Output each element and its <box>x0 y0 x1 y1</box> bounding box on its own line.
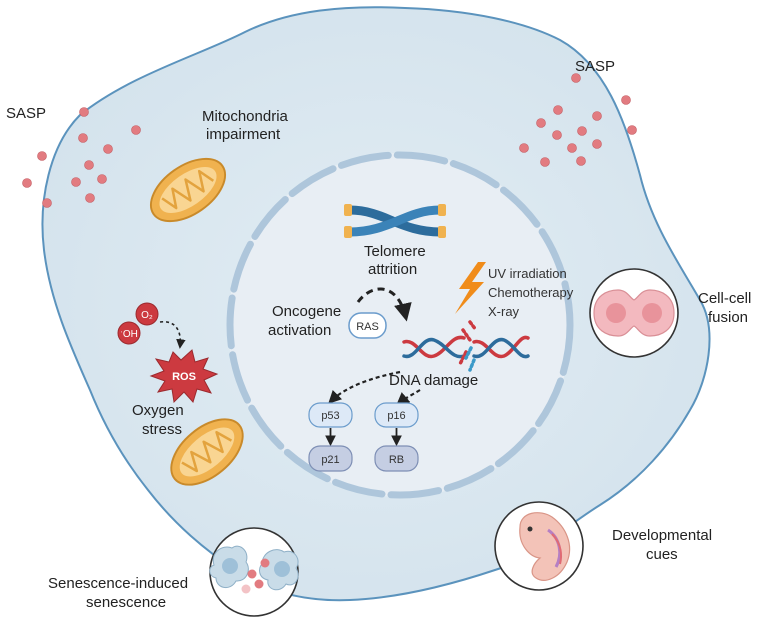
senescence-label-line2: senescence <box>86 594 166 611</box>
p16-label: p16 <box>387 410 405 422</box>
fusion-label-line1: Cell-cell <box>698 290 751 307</box>
mitochondrion-bottom <box>170 418 244 486</box>
sasp-label-right: SASP <box>575 58 615 75</box>
sasp-particles-left <box>22 107 141 208</box>
ros-label: ROS <box>172 371 196 383</box>
embryo-icon <box>494 501 584 591</box>
lightning-icon <box>455 262 486 314</box>
o2-radical <box>135 302 159 326</box>
ras-label: RAS <box>356 321 379 333</box>
sasp-particles-right <box>519 73 637 167</box>
oncogene-label-line1: Oncogene <box>272 303 341 320</box>
p21-node <box>308 445 353 472</box>
oxygen-label-line2: stress <box>142 421 182 438</box>
sasp-label-left: SASP <box>6 105 46 122</box>
developmental-label-line2: cues <box>646 546 678 563</box>
senescent-cells-icon <box>209 527 299 617</box>
oncogene-arrow <box>356 287 412 322</box>
chromosome-icon <box>344 204 446 238</box>
dna-source-xray: X-ray <box>488 304 520 319</box>
mitochondria-label-line1: Mitochondria <box>202 108 289 125</box>
dna-source-chemo: Chemotherapy <box>488 285 574 300</box>
p21-label: p21 <box>321 454 339 466</box>
rb-node <box>374 445 419 472</box>
dna-helix-icon <box>402 320 530 372</box>
developmental-label-line1: Developmental <box>612 527 712 544</box>
telomere-label-line2: attrition <box>368 261 417 278</box>
senescence-label-line1: Senescence-induced <box>48 575 188 592</box>
mitochondrion-top <box>149 157 227 223</box>
p16-node <box>374 402 419 428</box>
oxygen-label-line1: Oxygen <box>132 402 184 419</box>
p53-node <box>308 402 353 428</box>
o2-label: O₂ <box>141 310 153 321</box>
arrow-dna-to-p53 <box>328 370 401 404</box>
ros-arrow <box>159 321 186 349</box>
telomere-label-line1: Telomere <box>364 243 426 260</box>
cell-fusion-icon <box>589 268 679 358</box>
ras-node <box>348 312 387 339</box>
dna-damage-label: DNA damage <box>389 372 478 389</box>
oh-radical <box>117 321 141 345</box>
p53-label: p53 <box>321 410 339 422</box>
dna-source-uv: UV irradiation <box>488 266 567 281</box>
mitochondria-label-line2: impairment <box>206 126 281 143</box>
ros-burst-icon <box>149 349 219 404</box>
rb-label: RB <box>389 454 404 466</box>
oncogene-label-line2: activation <box>268 322 331 339</box>
fusion-label-line2: fusion <box>708 309 748 326</box>
oh-label: ˑOH <box>120 329 138 340</box>
